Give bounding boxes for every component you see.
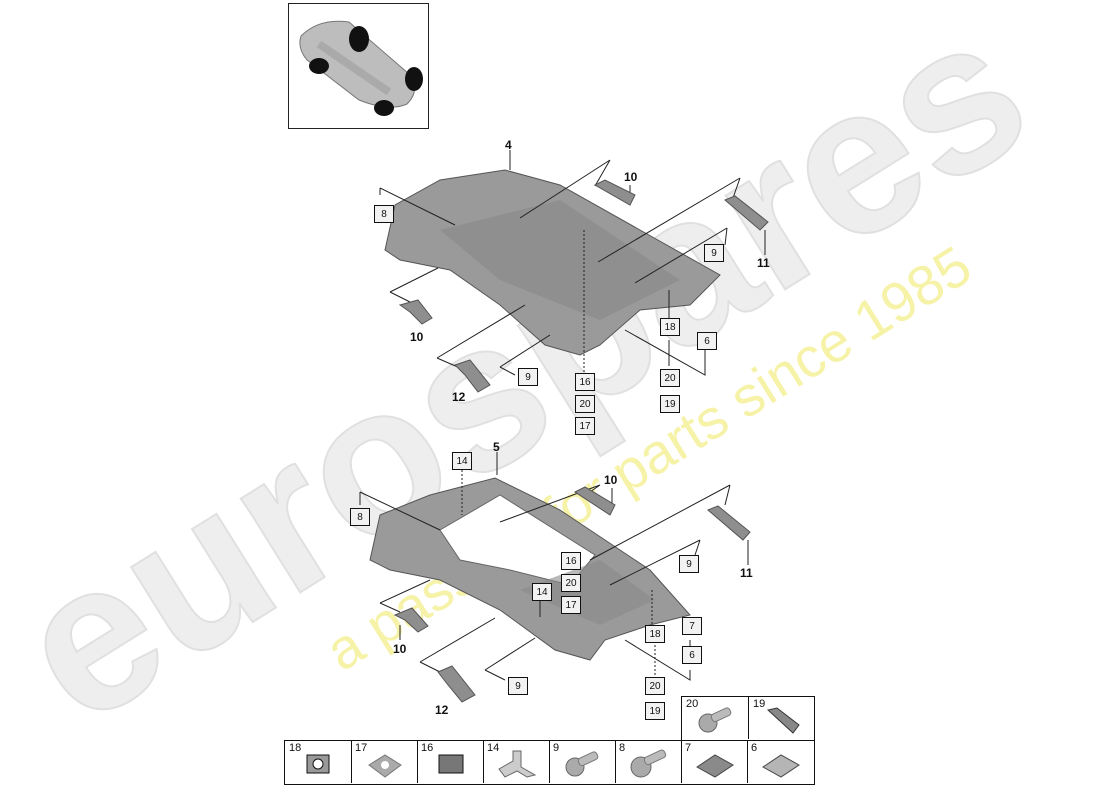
label-11: 11 — [740, 566, 753, 580]
callout-9: 9 — [518, 368, 538, 386]
label-11: 11 — [757, 256, 770, 270]
pad-icon — [696, 754, 734, 778]
callout-9: 9 — [704, 244, 724, 262]
callout-14: 14 — [452, 452, 472, 470]
headliner-upper — [384, 169, 721, 356]
callout-6: 6 — [682, 646, 702, 664]
callout-19: 19 — [660, 395, 680, 413]
legend-top-row: 20 19 — [681, 696, 815, 741]
callout-20: 20 — [660, 369, 680, 387]
callout-20: 20 — [561, 574, 581, 592]
legend-bottom-row: 18 17 16 14 9 8 7 6 — [284, 740, 815, 785]
legend-cell-8: 8 — [615, 741, 682, 783]
callout-16: 16 — [575, 373, 595, 391]
headliner-lower — [369, 477, 691, 661]
callout-8: 8 — [374, 205, 394, 223]
callout-17: 17 — [575, 417, 595, 435]
legend-cell-7: 7 — [681, 741, 748, 783]
label-10: 10 — [624, 170, 638, 184]
callout-20: 20 — [575, 395, 595, 413]
nut-clip-icon — [368, 754, 402, 778]
car-underside-icon — [299, 20, 423, 116]
label-12: 12 — [435, 703, 449, 717]
bracket-icon — [498, 750, 537, 778]
label-main-5: 5 — [493, 440, 500, 454]
screw-icon — [565, 751, 599, 777]
legend-cell-16: 16 — [417, 741, 484, 783]
label-10: 10 — [604, 473, 618, 487]
callout-17: 17 — [561, 596, 581, 614]
legend-cell-20: 20 — [682, 697, 749, 739]
label-10: 10 — [410, 330, 424, 344]
legend-cell-19: 19 — [749, 697, 816, 739]
grab-handle — [593, 179, 636, 206]
clip-icon — [766, 707, 800, 734]
callout-14: 14 — [532, 583, 552, 601]
callout-18: 18 — [645, 625, 665, 643]
vehicle-thumbnail — [288, 3, 429, 129]
pad-icon — [762, 754, 800, 778]
callout-7: 7 — [682, 617, 702, 635]
clip-icon — [306, 754, 330, 774]
callout-9: 9 — [679, 555, 699, 573]
callout-8: 8 — [350, 508, 370, 526]
label-10: 10 — [393, 642, 407, 656]
callout-16: 16 — [561, 552, 581, 570]
legend-cell-18: 18 — [285, 741, 352, 783]
label-12: 12 — [452, 390, 466, 404]
callout-20: 20 — [645, 677, 665, 695]
callout-9: 9 — [508, 677, 528, 695]
legend-cell-14: 14 — [483, 741, 550, 783]
legend-cell-9: 9 — [549, 741, 616, 783]
clip-icon — [438, 754, 464, 774]
bolt-icon — [630, 749, 667, 778]
callout-6: 6 — [697, 332, 717, 350]
label-main-4: 4 — [505, 138, 512, 152]
callout-18: 18 — [660, 318, 680, 336]
legend-cell-6: 6 — [747, 741, 814, 783]
screw-icon — [698, 707, 732, 733]
callout-19: 19 — [645, 702, 665, 720]
legend-cell-17: 17 — [351, 741, 418, 783]
